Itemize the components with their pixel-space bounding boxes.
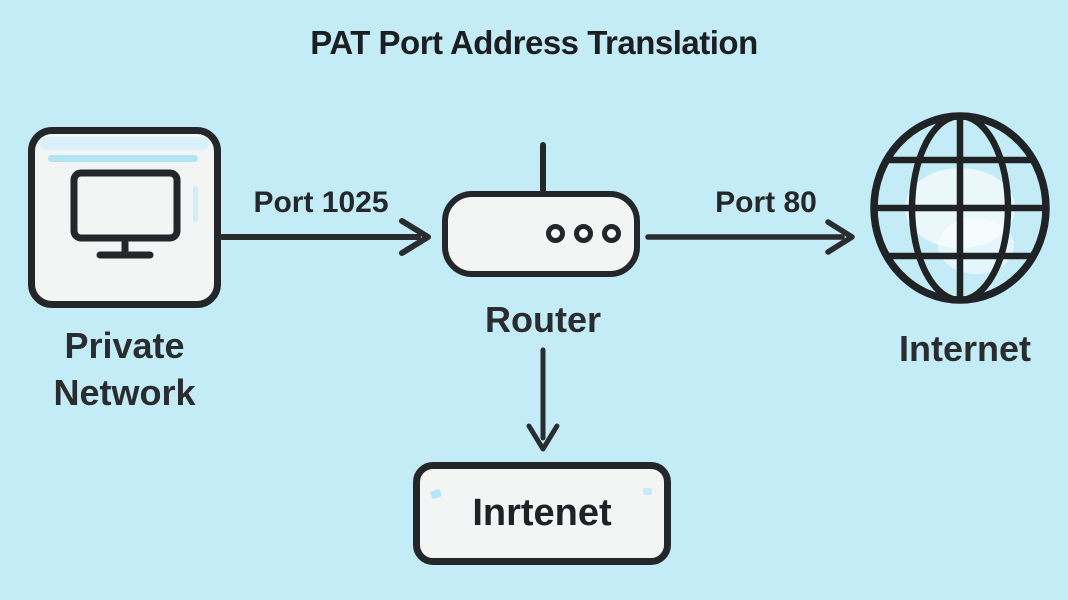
artifact-blue-streak-vertical [193, 186, 198, 222]
router-label: Router [485, 299, 601, 340]
router-dot [602, 224, 621, 243]
router-indicator-dots [546, 224, 621, 243]
computer-monitor-icon [65, 166, 185, 266]
nat-bottom-node: Inrtenet [413, 462, 671, 565]
artifact-blue-streak [48, 155, 198, 162]
arrow-private-to-router [210, 215, 445, 260]
globe-icon [866, 111, 1054, 305]
internet-label: Internet [898, 328, 1031, 369]
private-network-label: Private Network [53, 325, 196, 413]
router-dot [574, 224, 593, 243]
edge-label-port-1025: Port 1025 [253, 186, 389, 219]
router-antenna [540, 142, 546, 194]
artifact-highlight-band [40, 137, 209, 150]
arrow-router-to-nat-box [520, 346, 566, 458]
arrow-router-to-internet [644, 215, 866, 260]
diagram-title: PAT Port Address Translation [310, 24, 758, 61]
router-dot [546, 224, 565, 243]
artifact-blue-mark-right [643, 488, 652, 495]
nat-bottom-label: Inrtenet [472, 492, 612, 534]
edge-label-port-80: Port 80 [715, 186, 817, 219]
artifact-blue-mark-left [429, 488, 443, 500]
private-network-node [28, 127, 221, 308]
